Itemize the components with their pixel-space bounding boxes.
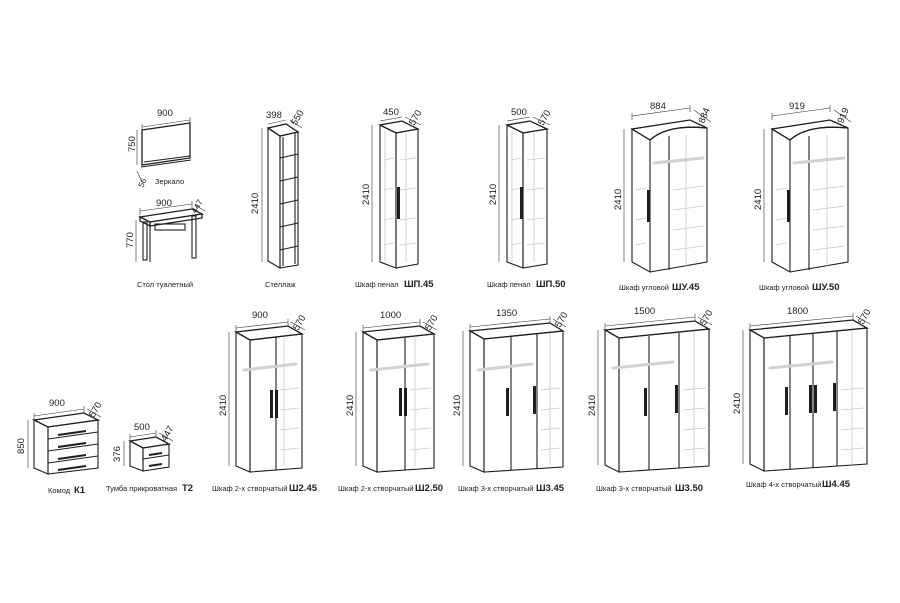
sh345-caption: Шкаф 3-х створчатый <box>458 484 533 493</box>
rack-drawing: 398 550 2410 Стеллаж <box>250 108 307 289</box>
sh250-height: 2410 <box>345 395 356 416</box>
sh350-code: Ш3.50 <box>675 483 703 494</box>
shu45-caption: Шкаф угловой <box>619 283 669 292</box>
t2-height: 376 <box>112 446 123 462</box>
rack-height: 2410 <box>250 193 261 214</box>
sh350-height: 2410 <box>587 395 598 416</box>
k1-height: 850 <box>16 438 27 454</box>
shu45-height: 2410 <box>613 189 624 210</box>
sh250-caption: Шкаф 2-х створчатый <box>338 484 413 493</box>
shu50-code: ШУ.50 <box>812 282 839 293</box>
sh245-caption: Шкаф 2-х створчатый <box>212 484 287 493</box>
shp45-width: 450 <box>383 107 399 118</box>
rack-depth: 550 <box>289 108 306 127</box>
sh350-drawing: 1500 570 2410 Шкаф 3-х створчатый Ш3.50 <box>587 306 716 494</box>
sh445-code: Ш4.45 <box>822 479 851 490</box>
vanity-caption: Стол туалетный <box>137 280 193 289</box>
shp50-caption: Шкаф пенал <box>487 280 531 289</box>
shp45-drawing: 450 570 2410 Шкаф пенал ШП.45 <box>355 107 434 290</box>
shu45-depth: 884 <box>697 106 713 125</box>
t2-caption: Тумба прикроватная <box>106 484 177 493</box>
sh345-width: 1350 <box>496 308 517 319</box>
shu50-caption: Шкаф угловой <box>759 283 809 292</box>
shp50-width: 500 <box>511 107 527 118</box>
shu50-height: 2410 <box>753 189 764 210</box>
sh350-width: 1500 <box>634 306 655 317</box>
shp45-depth: 570 <box>407 108 424 127</box>
shp45-height: 2410 <box>361 184 372 205</box>
sh245-height: 2410 <box>218 395 229 416</box>
sh445-height: 2410 <box>732 393 743 414</box>
shp45-caption: Шкаф пенал <box>355 280 399 289</box>
sh245-depth: 570 <box>291 313 308 332</box>
vanity-height: 770 <box>125 232 136 248</box>
sh445-width: 1800 <box>787 306 808 317</box>
shu50-width: 919 <box>789 101 805 112</box>
shu45-width: 884 <box>650 101 666 112</box>
sh250-drawing: 1000 570 2410 Шкаф 2-х створчатый Ш2.50 <box>338 310 443 494</box>
sh350-depth: 570 <box>698 308 715 327</box>
k1-depth: 570 <box>87 400 104 419</box>
shu45-drawing: 884 884 2410 Шкаф угловой ШУ.45 <box>613 101 713 293</box>
k1-width: 900 <box>49 398 65 409</box>
sh445-drawing: 1800 570 2410 Шкаф 4-х створчатый Ш4.45 <box>732 306 874 490</box>
sh245-drawing: 900 570 2410 Шкаф 2-х створчатый Ш2.45 <box>212 310 318 494</box>
sh245-code: Ш2.45 <box>289 483 318 494</box>
shu45-code: ШУ.45 <box>672 282 700 293</box>
t2-depth: 447 <box>159 424 176 443</box>
mirror-drawing: 900 750 56 Зеркало <box>127 108 192 189</box>
mirror-depth: 56 <box>137 176 149 188</box>
rack-caption: Стеллаж <box>265 280 296 289</box>
sh250-code: Ш2.50 <box>415 483 443 494</box>
sh345-drawing: 1350 570 2410 Шкаф 3-х створчатый Ш3.45 <box>452 308 571 494</box>
rack-width: 398 <box>266 110 282 121</box>
sh245-width: 900 <box>252 310 268 321</box>
mirror-caption: Зеркало <box>155 177 184 186</box>
sh445-depth: 570 <box>856 307 873 326</box>
mirror-height: 750 <box>127 136 138 152</box>
shu50-drawing: 919 919 2410 Шкаф угловой ШУ.50 <box>753 101 852 293</box>
vanity-table-drawing: 900 447 770 Стол туалетный <box>125 197 206 289</box>
shu50-depth: 919 <box>836 106 852 125</box>
shp50-drawing: 500 570 2410 Шкаф пенал ШП.50 <box>487 107 566 290</box>
k1-drawing: 900 570 850 Комод К1 <box>16 398 105 496</box>
sh350-caption: Шкаф 3-х створчатый <box>596 484 671 493</box>
vanity-width: 900 <box>156 198 172 209</box>
shp50-depth: 570 <box>536 108 553 127</box>
sh250-depth: 570 <box>423 313 440 332</box>
k1-caption: Комод <box>48 486 71 495</box>
shp50-code: ШП.50 <box>536 279 566 290</box>
k1-code: К1 <box>74 485 86 496</box>
sh345-code: Ш3.45 <box>536 483 565 494</box>
sh250-width: 1000 <box>380 310 401 321</box>
sh345-height: 2410 <box>452 395 463 416</box>
vanity-depth: 447 <box>189 197 205 215</box>
shp45-code: ШП.45 <box>404 279 434 290</box>
t2-code: Т2 <box>182 483 193 494</box>
mirror-width: 900 <box>157 108 173 119</box>
sh345-depth: 570 <box>553 310 570 329</box>
t2-drawing: 500 447 376 Тумба прикроватная Т2 <box>106 422 193 494</box>
t2-width: 500 <box>134 422 150 433</box>
shp50-height: 2410 <box>488 184 499 205</box>
sh445-caption: Шкаф 4-х створчатый <box>746 480 821 489</box>
